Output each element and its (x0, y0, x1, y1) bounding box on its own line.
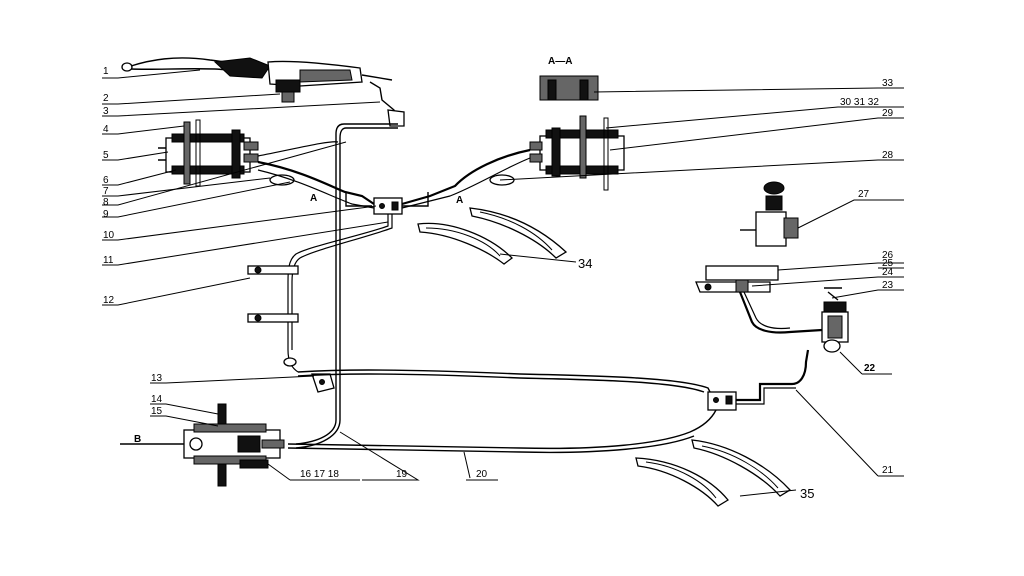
callout-22: 22 (864, 363, 876, 374)
callout-19: 19 (396, 469, 408, 480)
callout-1: 1 (103, 66, 109, 77)
callout-35: 35 (800, 486, 814, 501)
pipe-bracket (311, 373, 335, 393)
left-brake-caliper (158, 119, 295, 187)
callout-8: 8 (103, 197, 109, 208)
callout-26: 26 (882, 250, 894, 261)
section-a-a-detail (539, 75, 599, 101)
section-title-a-a: A—A (548, 56, 572, 67)
rear-brake-caliper (183, 403, 285, 487)
callout-34: 34 (578, 256, 592, 271)
callout-13: 13 (151, 373, 163, 384)
rear-brake-pipes (287, 369, 717, 454)
brake-switch-valve (740, 181, 799, 247)
section-marker-a-left: A (310, 193, 317, 204)
callout-6: 6 (103, 175, 109, 186)
callout-9: 9 (103, 209, 109, 220)
callout-3: 3 (103, 106, 109, 117)
callout-7: 7 (103, 186, 109, 197)
callout-5: 5 (103, 150, 109, 161)
callout-21: 21 (882, 465, 894, 476)
rear-brake-cable (295, 123, 398, 449)
section-markers: A—A A A B (134, 56, 572, 445)
callout-23: 23 (882, 280, 894, 291)
callout-leader-lines (102, 69, 904, 497)
callout-28: 28 (882, 150, 894, 161)
callout-25: 25 (882, 258, 894, 269)
callout-24: 24 (882, 267, 894, 278)
brake-tee-junction (373, 197, 403, 215)
callout-14: 14 (151, 394, 163, 405)
callout-labels: 1 2 3 4 5 6 7 8 9 10 11 12 13 14 15 16 1… (103, 66, 894, 501)
view-marker-b: B (134, 434, 141, 445)
callout-15: 15 (151, 406, 163, 417)
callout-27: 27 (858, 189, 870, 200)
rear-brake-pads (635, 439, 792, 507)
front-brake-hoses (257, 141, 531, 209)
callout-11: 11 (103, 255, 114, 266)
callout-2: 2 (103, 93, 109, 104)
brake-lever (121, 57, 405, 127)
callout-4: 4 (103, 124, 109, 135)
front-brake-pads (417, 207, 568, 265)
callout-29: 29 (882, 108, 894, 119)
callout-10: 10 (103, 230, 115, 241)
rear-master-cylinder (695, 265, 849, 353)
rear-brake-distributor (707, 349, 810, 411)
callout-20: 20 (476, 469, 488, 480)
right-brake-caliper (489, 115, 625, 191)
callout-12: 12 (103, 295, 115, 306)
callout-16-17-18: 16 17 18 (300, 469, 339, 480)
callout-33: 33 (882, 78, 894, 89)
section-marker-a-right: A (456, 195, 463, 206)
callout-30-31-32: 30 31 32 (840, 97, 879, 108)
front-to-rear-brake-line (247, 214, 393, 373)
